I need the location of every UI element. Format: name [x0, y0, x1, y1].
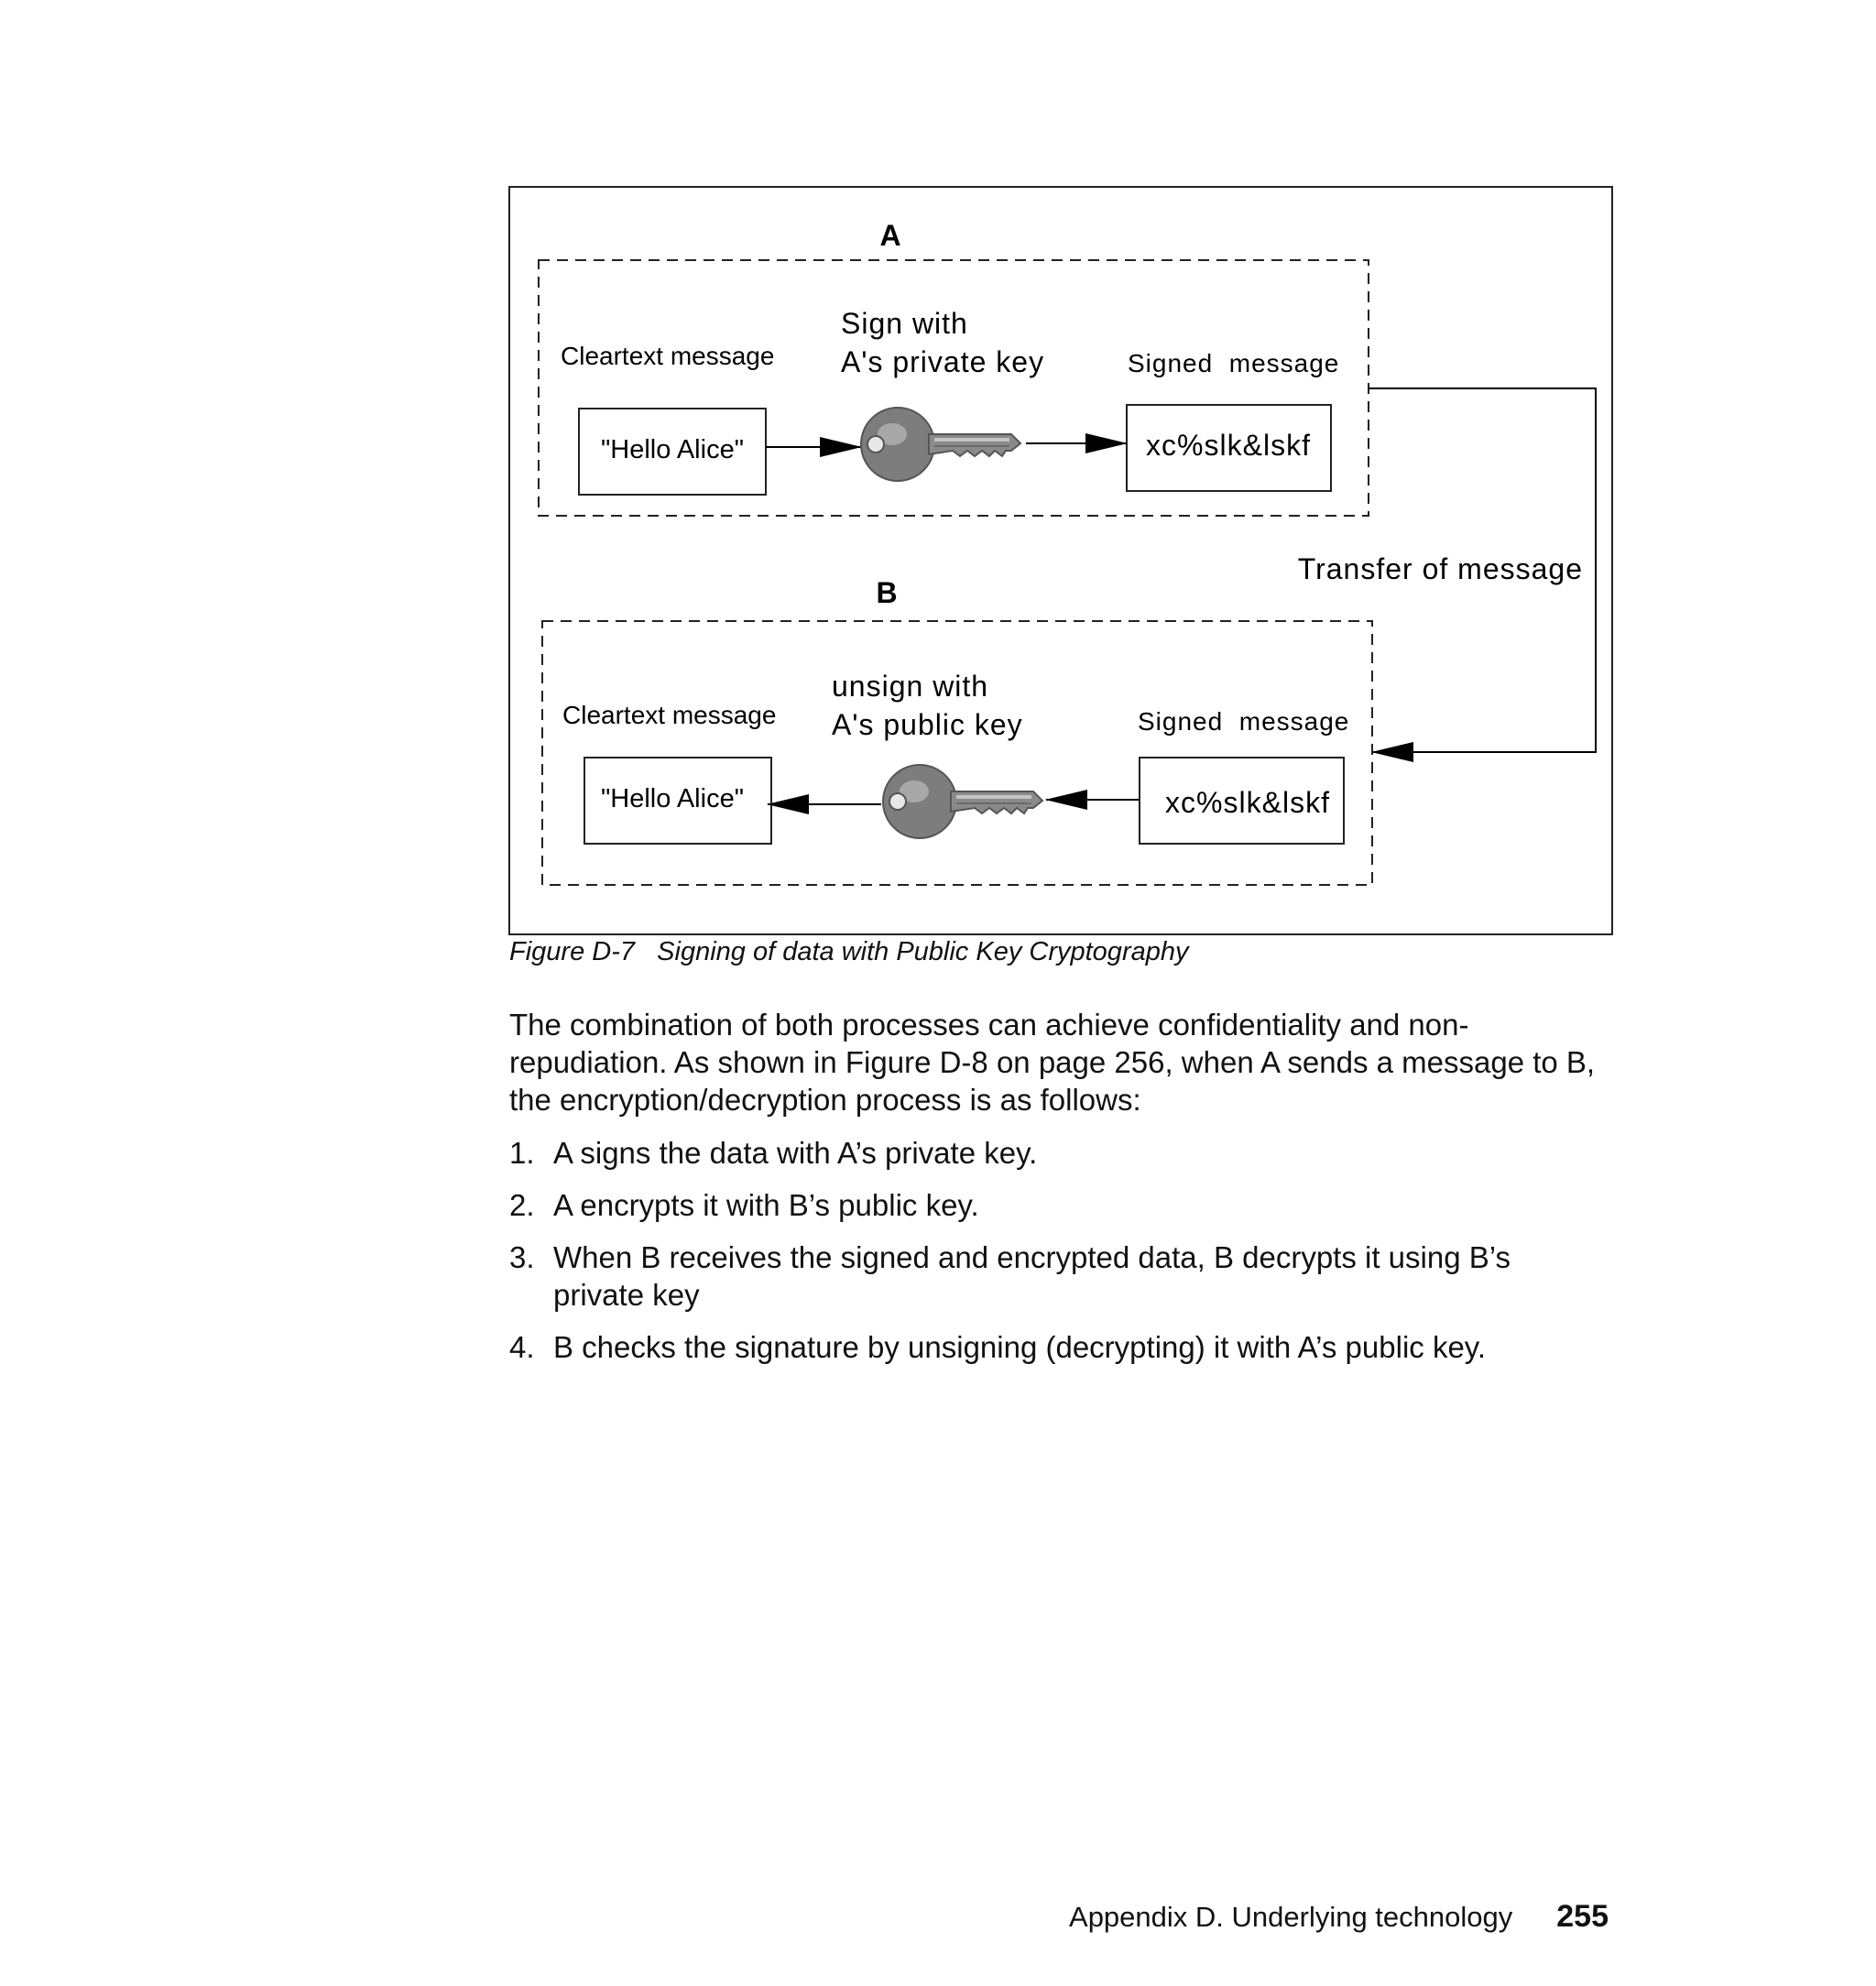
figure-frame: [508, 186, 1613, 935]
step-text: A signs the data with A’s private key.: [553, 1136, 1038, 1170]
step-number: 3.: [509, 1240, 535, 1274]
step-number: 1.: [509, 1136, 535, 1170]
step-number: 2.: [509, 1188, 535, 1222]
transfer-connector: [1369, 387, 1597, 762]
transfer-label: Transfer of message: [1298, 552, 1583, 585]
figure-caption: Figure D-7 Signing of data with Public K…: [509, 937, 1189, 966]
page-footer: Appendix D. Underlying technology 255: [1069, 1899, 1609, 1935]
panel-b-cleartext-box: [584, 757, 772, 845]
list-item: 3. When B receives the signed and encrypt…: [509, 1239, 1609, 1314]
panel-a-cleartext-value: "Hello Alice": [601, 435, 744, 464]
body-paragraph: The combination of both processes can ac…: [509, 1008, 1596, 1117]
list-item: 1. A signs the data with A’s private key.: [509, 1134, 1609, 1172]
page-number: 255: [1556, 1899, 1609, 1934]
step-text: When B receives the signed and encrypted…: [553, 1240, 1511, 1312]
step-text: B checks the signature by unsigning (dec…: [553, 1330, 1487, 1364]
footer-section-title: Appendix D. Underlying technology: [1069, 1901, 1513, 1933]
step-text: A encrypts it with B’s public key.: [553, 1188, 979, 1222]
step-number: 4.: [509, 1330, 535, 1364]
panel-b-title: B: [876, 576, 897, 609]
panel-a-title: A: [879, 219, 900, 252]
panel-b-dashed-box: [541, 620, 1373, 886]
panel-a-cleartext-box: [578, 408, 767, 496]
panel-b-key-label-line2: A's public key: [832, 708, 1023, 741]
process-steps: 1. A signs the data with A’s private key.…: [509, 1134, 1609, 1380]
list-item: 4. B checks the signature by unsigning (d…: [509, 1328, 1609, 1366]
panel-b-key-label-line1: unsign with: [832, 670, 988, 703]
panel-a-cleartext-label: Cleartext message: [561, 342, 774, 370]
panel-a-key-label-line1: Sign with: [841, 307, 968, 340]
list-item: 2. A encrypts it with B’s public key.: [509, 1186, 1609, 1224]
panel-a-signed-box: [1126, 404, 1332, 492]
panel-b-signed-label: Signed message: [1138, 707, 1349, 736]
key-icon: [859, 406, 1022, 483]
panel-a-key-label-line2: A's private key: [841, 345, 1044, 378]
panel-b-cleartext-value: "Hello Alice": [601, 784, 744, 813]
panel-b-cleartext-label: Cleartext message: [562, 701, 776, 729]
panel-b-signed-box: [1139, 757, 1345, 845]
panel-a-signed-value: xc%slk&lskf: [1146, 429, 1311, 462]
panel-a-signed-label: Signed message: [1128, 349, 1339, 377]
panel-b-signed-value: xc%slk&lskf: [1165, 786, 1330, 819]
key-icon: [881, 763, 1044, 840]
